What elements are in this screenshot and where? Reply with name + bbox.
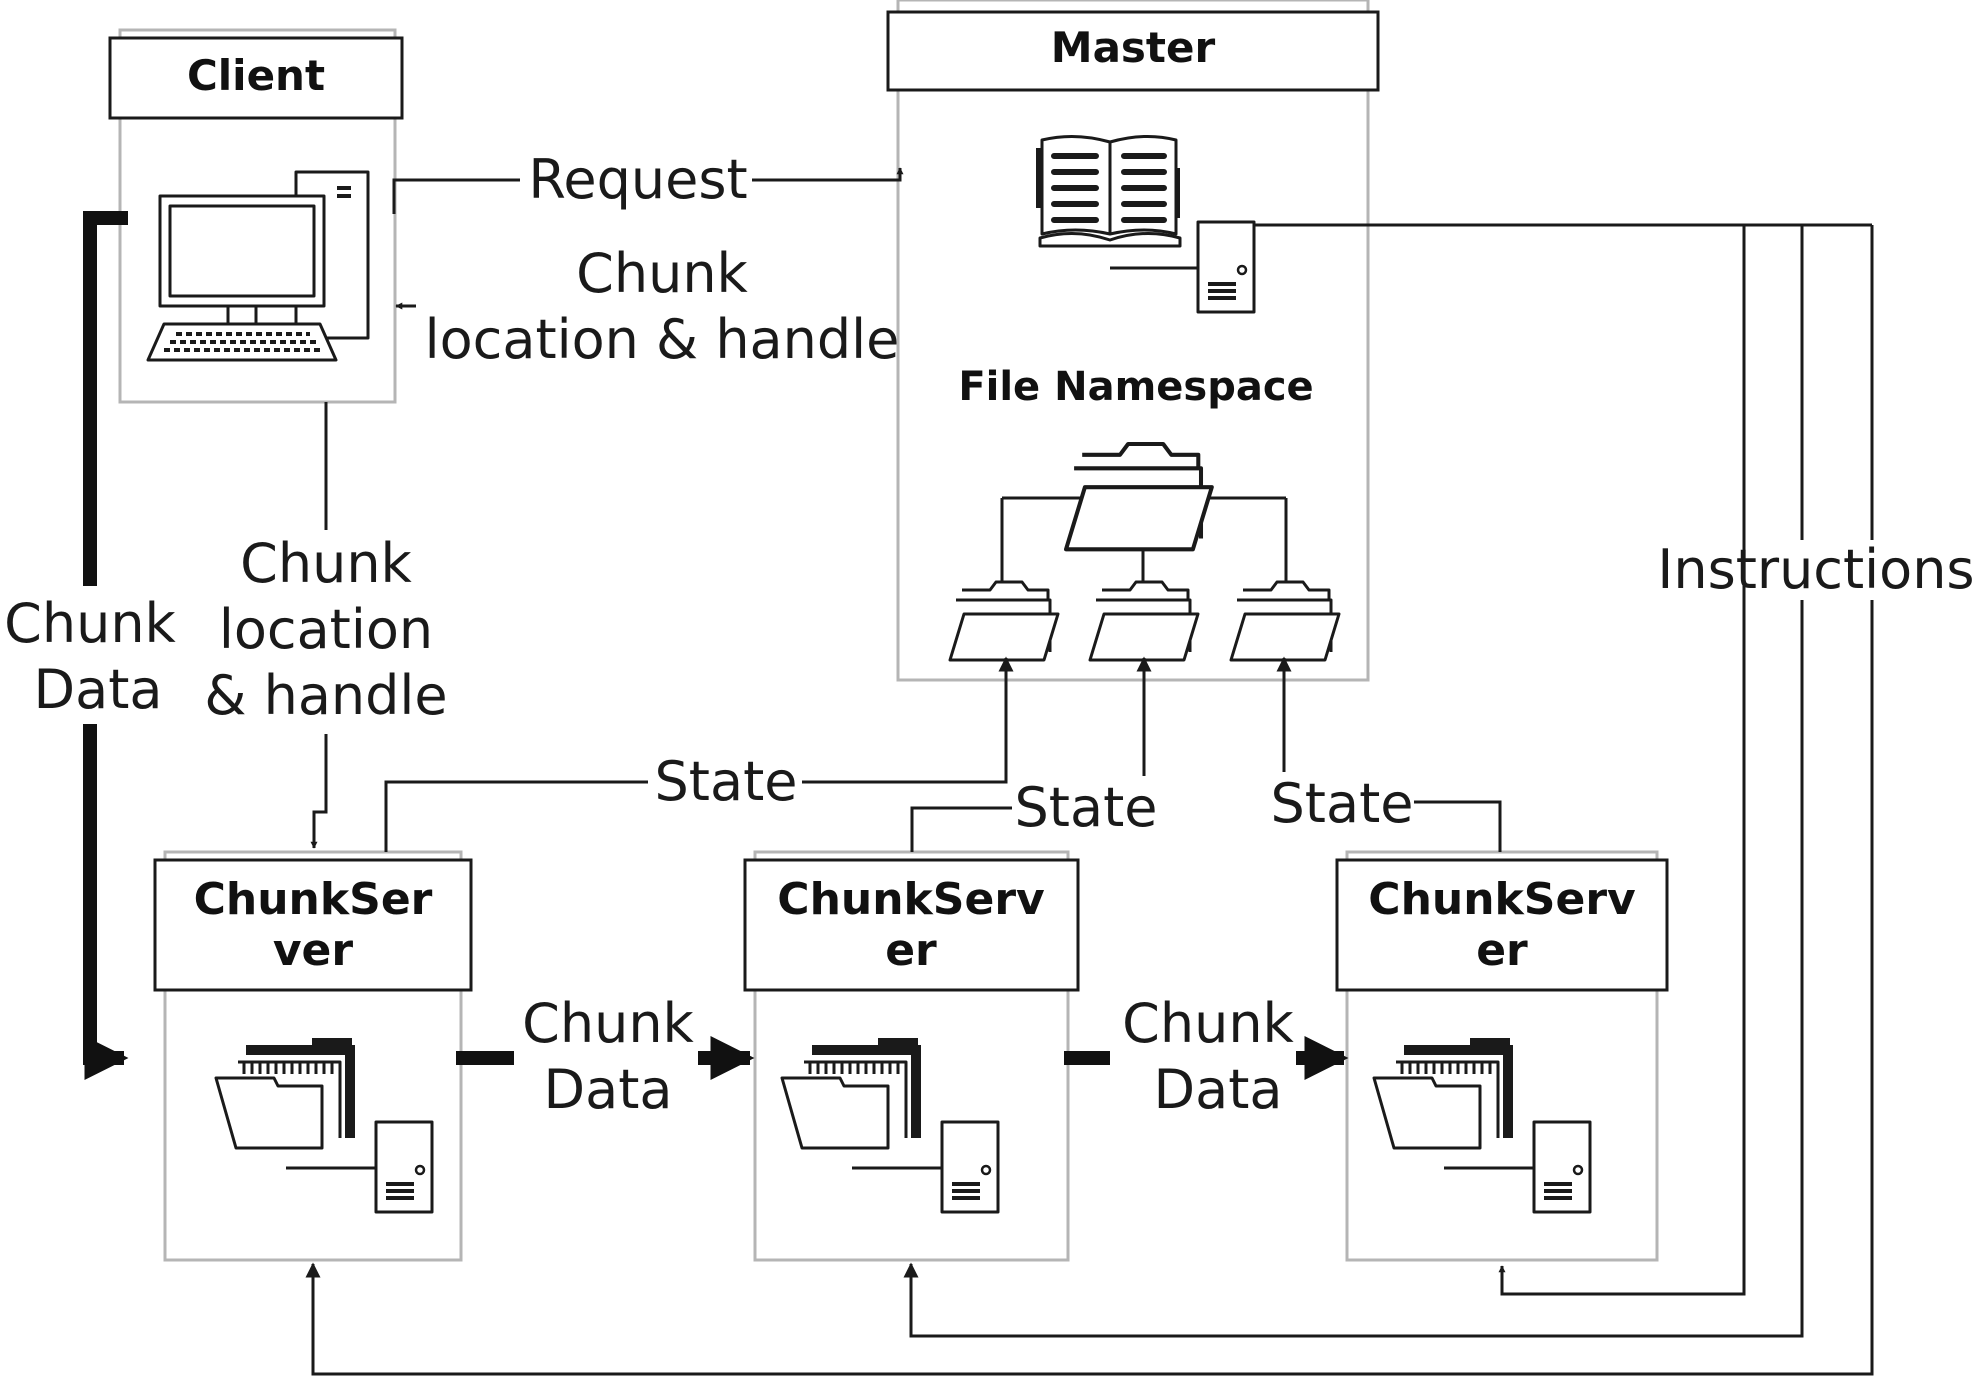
client-title: Client — [187, 51, 325, 100]
cs2-to-cs3-line1: Chunk — [1122, 992, 1294, 1055]
server-tower-icon — [1196, 220, 1256, 314]
location-reply-line2: location & handle — [425, 308, 900, 371]
chunkserver-2-title-line1: ChunkServ — [777, 874, 1045, 925]
instructions-edge: Instructions — [305, 223, 1975, 1376]
cs2-to-cs3-line2: Data — [1154, 1058, 1283, 1121]
chunkserver-1-title-line2: ver — [273, 925, 354, 976]
state-1-edge: State — [384, 656, 1014, 852]
client-to-cs-line3: & handle — [204, 664, 447, 727]
chunkserver-1-title-line1: ChunkSer — [194, 874, 433, 925]
chunkserver-2-title-line2: er — [885, 925, 937, 976]
cs1-to-cs2-line2: Data — [544, 1058, 673, 1121]
open-book-icon — [1036, 134, 1182, 248]
state-3-edge: State — [1271, 656, 1502, 852]
chunkserver-3-icons — [1374, 1038, 1592, 1214]
cs1-to-cs2-line1: Chunk — [522, 992, 694, 1055]
state-2-label: State — [1015, 776, 1158, 839]
client-data-line1: Chunk — [4, 592, 176, 655]
client-to-cs-line1: Chunk — [240, 532, 412, 595]
chunkserver-2-icons — [782, 1038, 1000, 1214]
state-1-label: State — [655, 750, 798, 813]
server-tower-icon — [374, 1120, 434, 1214]
client-data-edge: Chunk Data — [4, 211, 177, 1080]
client-header — [108, 36, 404, 120]
location-reply-edge: Chunk location & handle — [395, 242, 900, 371]
cs2-to-cs3-data-edge: Chunk Data — [1064, 992, 1349, 1121]
chunkserver-1-icons — [216, 1038, 434, 1214]
file-namespace-label: File Namespace — [958, 364, 1313, 410]
client-to-chunkserver-edge: Chunk location & handle — [204, 402, 448, 849]
client-data-line2: Data — [34, 658, 163, 721]
cs1-to-cs2-data-edge: Chunk Data — [456, 992, 755, 1121]
chunkserver-3-header — [1335, 858, 1669, 992]
chunkserver-2-header — [743, 858, 1080, 992]
master-panel — [896, 0, 1370, 682]
request-edge: Request — [392, 148, 904, 214]
master-header — [886, 10, 1380, 92]
folder-tree-icon — [948, 441, 1341, 662]
instructions-label: Instructions — [1657, 538, 1974, 601]
location-reply-line1: Chunk — [576, 242, 748, 305]
request-label: Request — [528, 148, 747, 211]
server-tower-icon — [940, 1120, 1000, 1214]
chunkserver-3-title-line2: er — [1476, 925, 1528, 976]
client-to-cs-line2: location — [219, 598, 433, 661]
state-3-label: State — [1271, 772, 1414, 835]
server-tower-icon — [1532, 1120, 1592, 1214]
desktop-computer-icon — [146, 170, 370, 362]
chunkserver-3-title-line1: ChunkServ — [1368, 874, 1636, 925]
master-title: Master — [1051, 23, 1216, 72]
chunkserver-1-header — [153, 858, 473, 992]
state-2-edge: State — [910, 656, 1158, 852]
